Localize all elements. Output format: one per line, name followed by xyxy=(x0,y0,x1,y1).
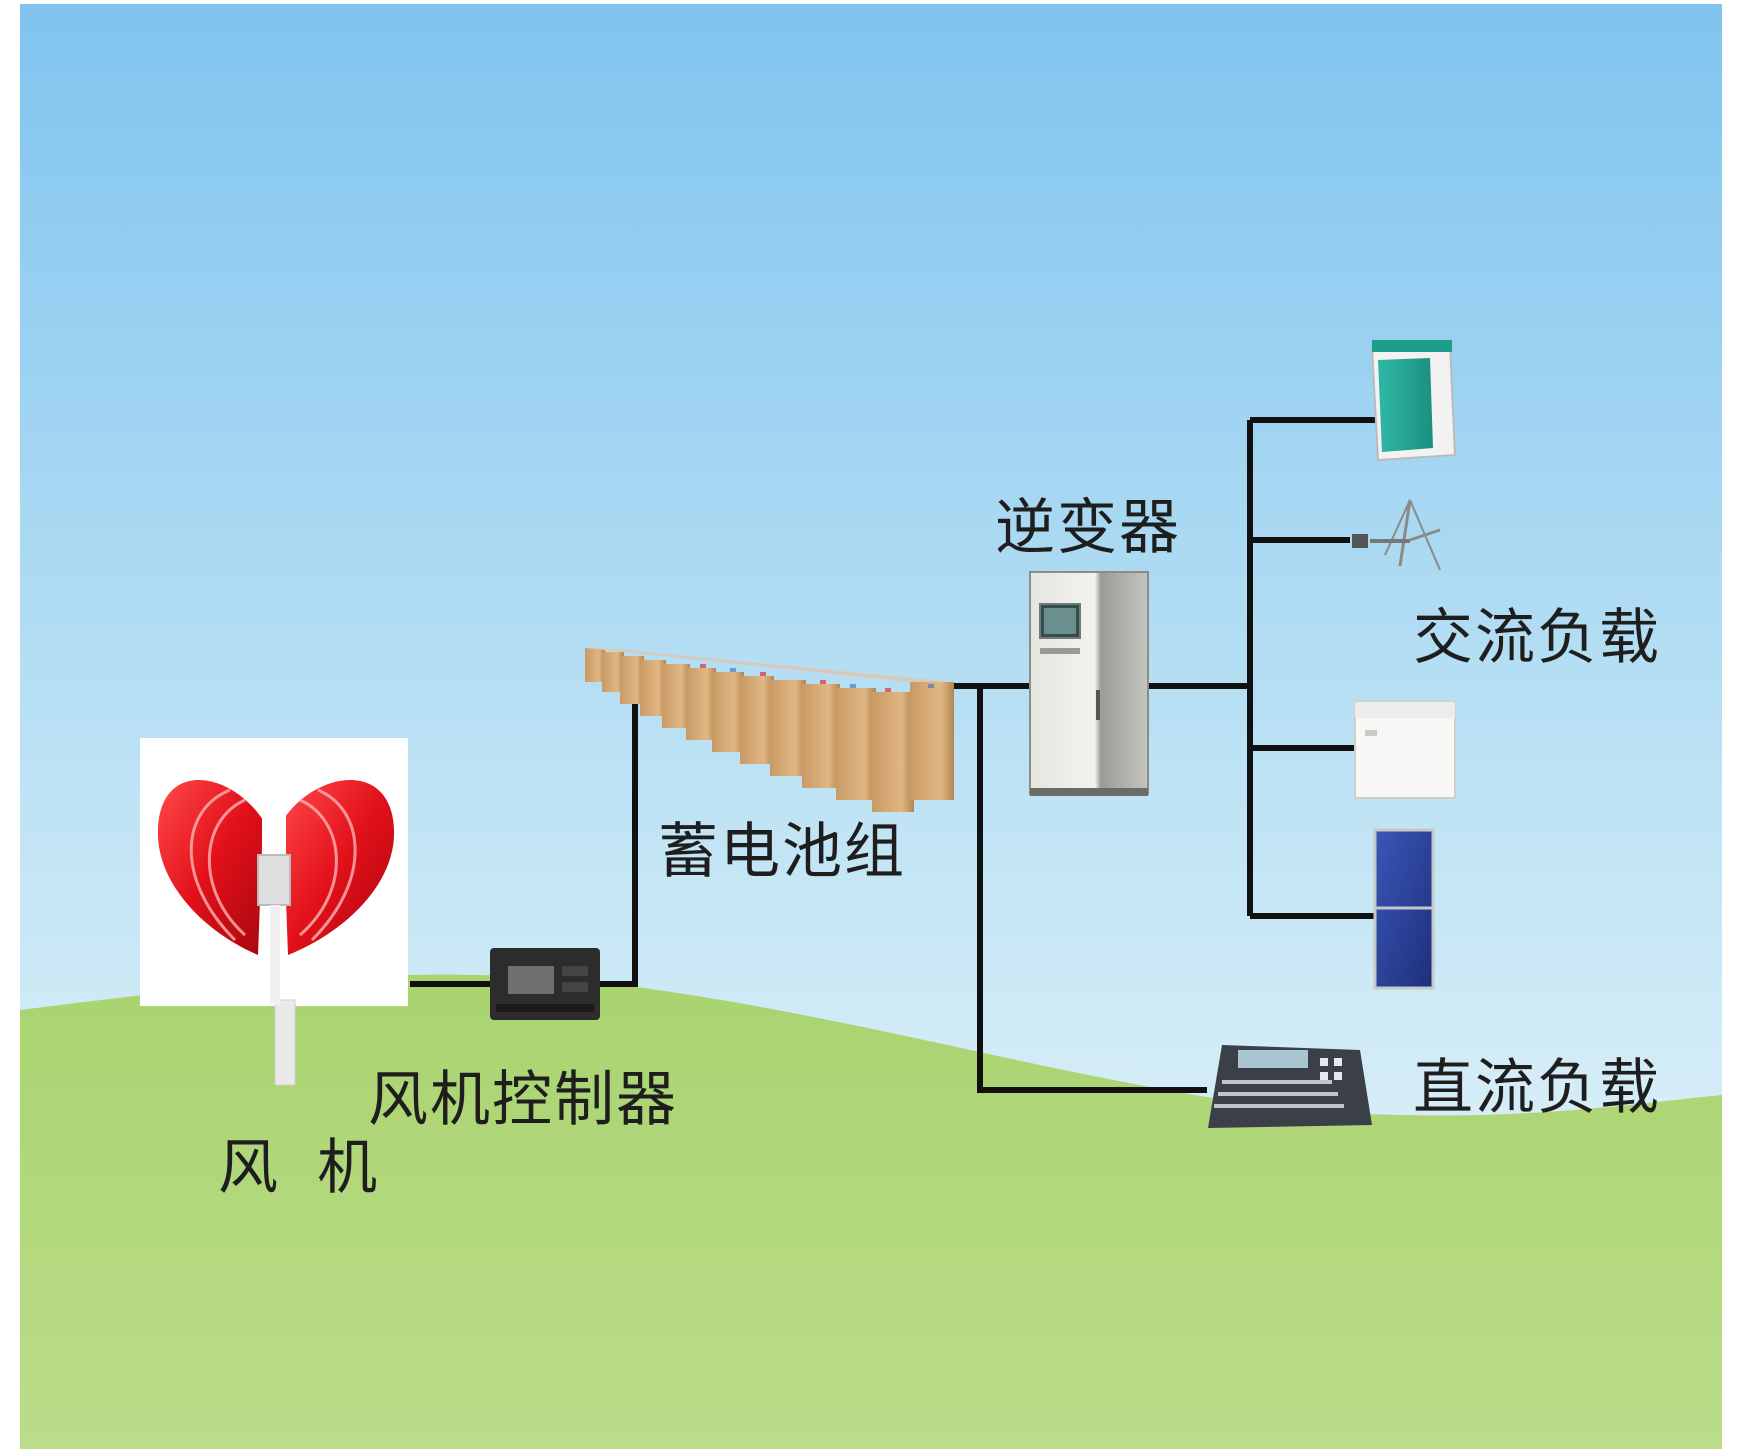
inverter-cabinet-icon xyxy=(1029,571,1149,796)
electric-fan-icon xyxy=(1352,499,1441,571)
solar-panel-icon xyxy=(1373,828,1435,990)
controller-label: 风机控制器 xyxy=(368,1065,678,1135)
grass-hill xyxy=(20,974,1722,1449)
chest-freezer-icon xyxy=(1354,701,1456,799)
ac-load-label: 交流负载 xyxy=(1413,603,1661,673)
mixing-console-icon xyxy=(1208,1045,1372,1128)
battery-bank-label: 蓄电池组 xyxy=(658,817,906,887)
dc-load-label: 直流负载 xyxy=(1413,1053,1661,1123)
water-dispenser-icon xyxy=(1370,340,1457,462)
inverter-label: 逆变器 xyxy=(995,493,1181,563)
turbine-label: 风 机 xyxy=(218,1133,388,1203)
vertical-axis-wind-turbine-icon xyxy=(140,738,408,1086)
battery-bank-icon xyxy=(585,648,954,812)
charge-controller-icon xyxy=(490,948,600,1020)
